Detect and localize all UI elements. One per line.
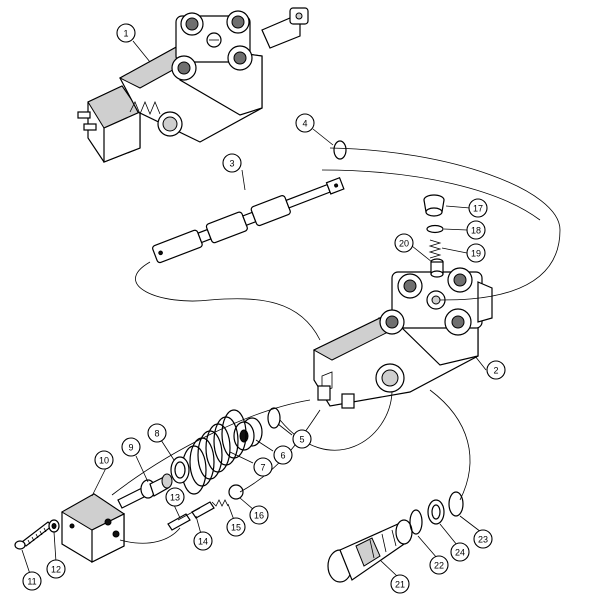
svg-text:13: 13 — [170, 493, 180, 503]
spring-7 — [181, 409, 247, 495]
o-ring-22 — [409, 509, 423, 535]
callout-10: 10 — [94, 450, 114, 470]
callout-15: 15 — [226, 517, 246, 537]
callout-24: 24 — [450, 542, 470, 562]
callout-2: 2 — [486, 360, 506, 380]
o-ring-4 — [333, 140, 347, 160]
callout-13: 13 — [165, 487, 185, 507]
callout-4: 4 — [295, 113, 315, 133]
callout-19: 19 — [466, 243, 486, 263]
ring-24 — [427, 499, 445, 525]
callout-21: 21 — [390, 574, 410, 594]
svg-text:10: 10 — [99, 456, 109, 466]
svg-text:14: 14 — [198, 537, 208, 547]
pin-14 — [177, 507, 201, 521]
callout-7: 7 — [253, 457, 273, 477]
detent-13 — [167, 501, 215, 531]
callout-8: 8 — [147, 423, 167, 443]
svg-text:5: 5 — [299, 435, 304, 445]
svg-text:9: 9 — [128, 443, 133, 453]
poppet-20 — [430, 258, 444, 278]
svg-text:21: 21 — [395, 580, 405, 590]
spool-3 — [152, 176, 345, 264]
spring-15 — [211, 499, 229, 507]
callout-11: 11 — [22, 571, 42, 591]
callout-18: 18 — [466, 220, 486, 240]
spring-19 — [428, 239, 442, 259]
valve-body-2 — [312, 267, 493, 409]
washer-12 — [48, 519, 60, 533]
callout-9: 9 — [121, 437, 141, 457]
bolt-9 — [117, 473, 173, 509]
svg-text:2: 2 — [493, 366, 498, 376]
callout-17: 17 — [468, 198, 488, 218]
callout-16: 16 — [249, 505, 269, 525]
retainer-6 — [233, 417, 263, 451]
svg-text:20: 20 — [399, 239, 409, 249]
leader-lines — [21, 40, 487, 577]
callout-6: 6 — [273, 445, 293, 465]
ball-16 — [228, 484, 244, 500]
valve-assembly-1 — [77, 7, 309, 163]
cartridge-21 — [327, 519, 413, 583]
o-ring-23 — [448, 491, 464, 517]
svg-text:24: 24 — [455, 548, 465, 558]
callout-1: 1 — [116, 23, 136, 43]
svg-text:15: 15 — [231, 523, 241, 533]
o-ring-18 — [426, 224, 444, 234]
callout-3: 3 — [222, 153, 242, 173]
svg-text:1: 1 — [123, 29, 128, 39]
callout-22: 22 — [429, 555, 449, 575]
callout-12: 12 — [46, 559, 66, 579]
svg-text:7: 7 — [260, 463, 265, 473]
end-cap-10 — [61, 493, 125, 563]
callout-23: 23 — [473, 529, 493, 549]
svg-text:3: 3 — [229, 159, 234, 169]
svg-text:11: 11 — [27, 577, 36, 587]
svg-text:23: 23 — [478, 535, 488, 545]
svg-text:16: 16 — [254, 511, 264, 521]
screw-11 — [14, 521, 53, 550]
svg-text:8: 8 — [154, 429, 159, 439]
svg-text:12: 12 — [51, 565, 61, 575]
svg-text:17: 17 — [473, 204, 483, 214]
svg-text:19: 19 — [471, 249, 481, 259]
callout-5: 5 — [292, 429, 312, 449]
svg-text:4: 4 — [302, 119, 307, 129]
svg-text:18: 18 — [471, 226, 481, 236]
svg-text:6: 6 — [280, 451, 285, 461]
callout-20: 20 — [394, 233, 414, 253]
callout-14: 14 — [193, 531, 213, 551]
plug-17 — [423, 194, 445, 217]
svg-text:22: 22 — [434, 561, 444, 571]
washer-8 — [170, 456, 190, 484]
o-ring-5 — [267, 407, 281, 429]
